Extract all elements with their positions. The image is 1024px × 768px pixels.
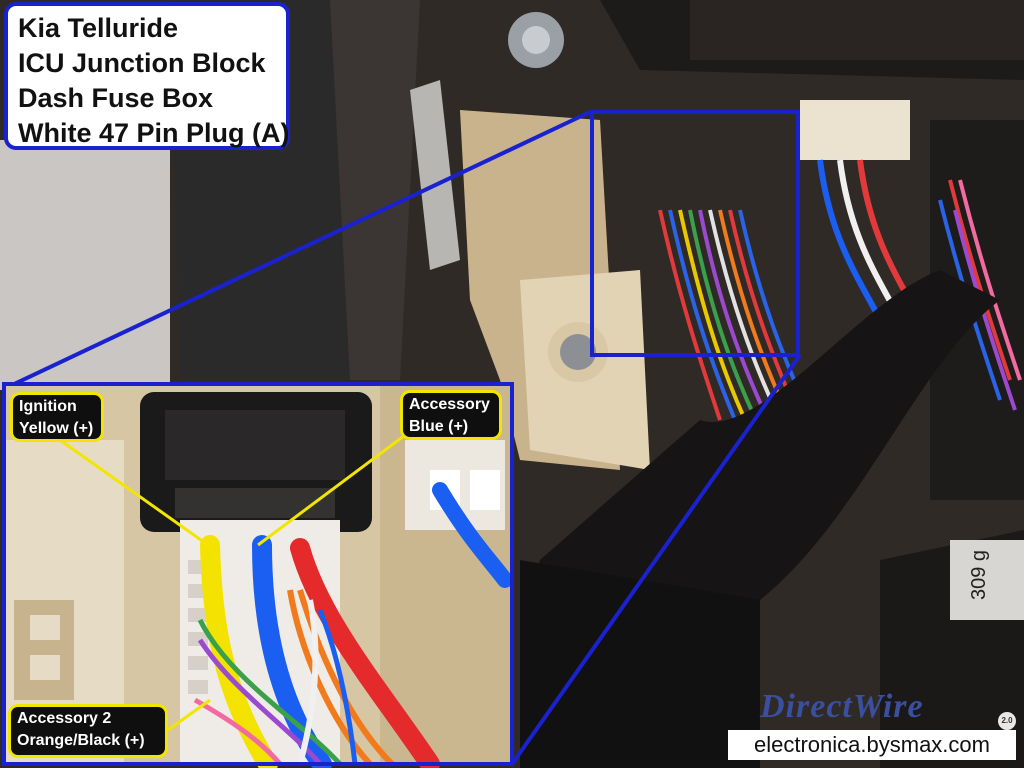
ignition-callout: Ignition Yellow (+) <box>10 392 104 442</box>
sticker-label: 309 g <box>968 550 990 600</box>
website-watermark: electronica.bysmax.com <box>728 730 1016 760</box>
ignition-callout-line-1: Ignition <box>19 398 77 415</box>
accessory2-callout-line-1: Accessory 2 <box>17 710 112 727</box>
inset-zoom-panel <box>2 382 514 768</box>
nut-icon <box>560 334 596 370</box>
title-line-2: ICU Junction Block <box>18 48 266 78</box>
accessory-callout: Accessory Blue (+) <box>400 390 502 440</box>
ignition-callout-line-2: Yellow (+) <box>19 420 94 437</box>
accessory-callout-line-1: Accessory <box>409 396 490 413</box>
title-line-4: White 47 Pin Plug (A) <box>18 118 290 148</box>
title-line-1: Kia Telluride <box>18 13 179 43</box>
accessory2-callout-line-2: Orange/Black (+) <box>17 732 145 749</box>
title-line-3: Dash Fuse Box <box>18 83 214 113</box>
logo-version-badge: 2.0 <box>998 712 1016 730</box>
zoom-source-frame <box>590 110 800 357</box>
directwire-logo: DirectWire <box>760 688 924 725</box>
accessory2-callout: Accessory 2 Orange/Black (+) <box>8 704 168 758</box>
accessory-callout-line-2: Blue (+) <box>409 418 469 435</box>
title-label-box: Kia Telluride ICU Junction Block Dash Fu… <box>4 2 290 150</box>
